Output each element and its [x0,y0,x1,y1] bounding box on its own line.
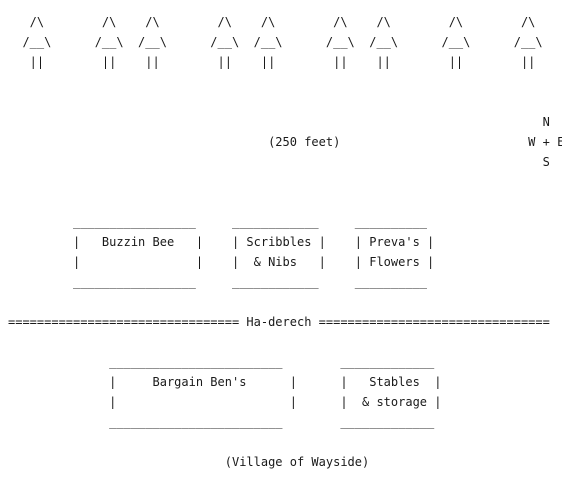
tree-row-trunks: || || || || || || || || || [8,55,536,69]
south-shops-second-row: | | | & storage | [8,395,442,409]
south-shops-top-border: ________________________ _____________ [8,355,435,369]
tree-row-canopies: /__\ /__\ /__\ /__\ /__\ /__\ /__\ /__\ … [8,35,543,49]
compass-south: S [8,155,550,169]
village-name-caption: (Village of Wayside) [8,455,370,469]
tree-row-tops: /\ /\ /\ /\ /\ /\ /\ /\ /\ [8,15,536,29]
south-shops-bottom-border: ________________________ _____________ [8,415,435,429]
ascii-village-map: /\ /\ /\ /\ /\ /\ /\ /\ /\ /__\ /__\ /__… [8,12,562,472]
compass-north: N [8,115,550,129]
road-ha-derech: ================================ Ha-dere… [8,315,550,329]
south-shops-name-row: | Bargain Ben's | | Stables | [8,375,442,389]
north-shops-bottom-border: _________________ ____________ _________… [8,275,428,289]
north-shops-top-border: _________________ ____________ _________… [8,215,428,229]
north-shops-second-row: | | | & Nibs | | Flowers | [8,255,435,269]
scale-and-compass-west-east: (250 feet) W + E [8,135,562,149]
north-shops-name-row: | Buzzin Bee | | Scribbles | | Preva's | [8,235,435,249]
